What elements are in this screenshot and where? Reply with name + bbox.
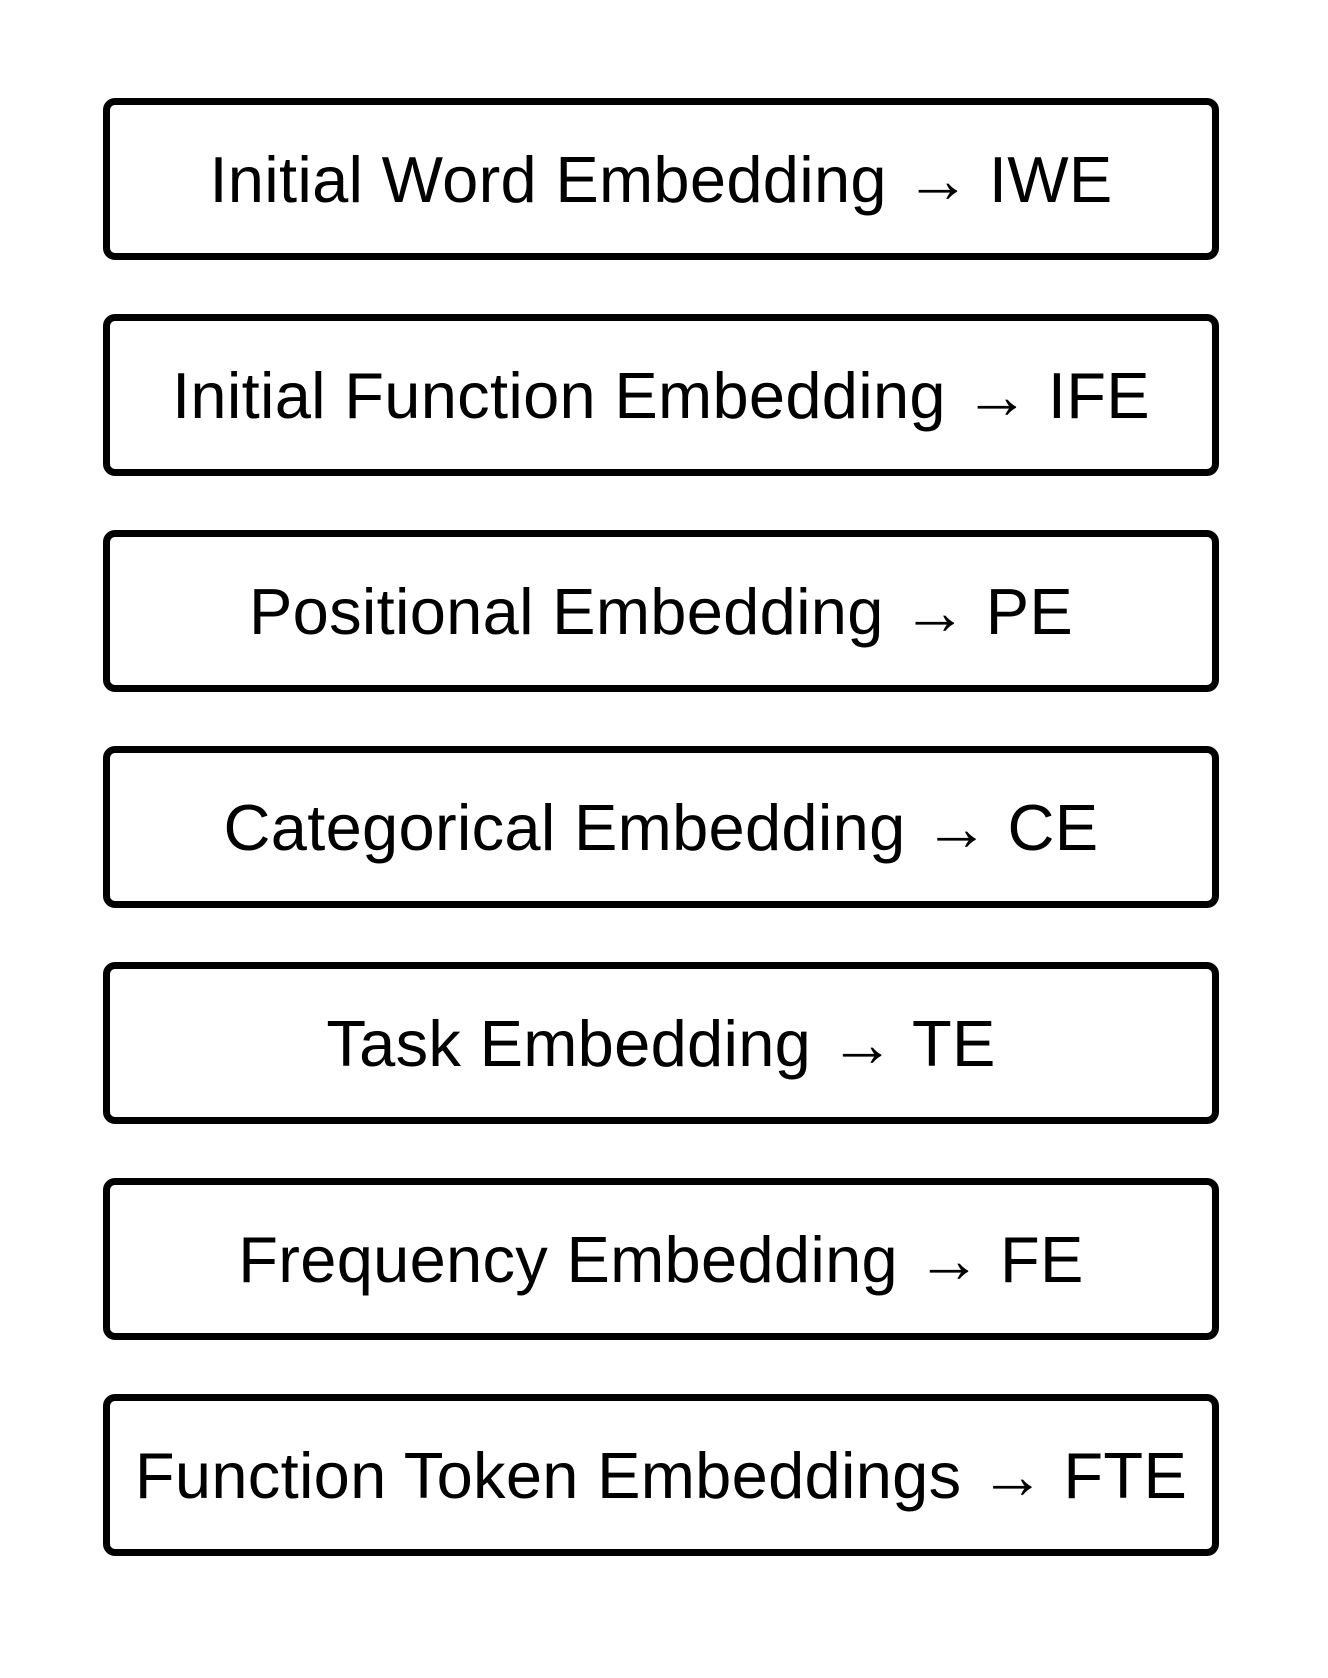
box-categorical-embedding: Categorical Embedding → CE — [103, 746, 1219, 908]
box-label: Categorical Embedding → CE — [223, 790, 1099, 864]
box-label: Frequency Embedding → FE — [238, 1222, 1084, 1296]
box-label: Positional Embedding → PE — [248, 574, 1074, 648]
box-positional-embedding: Positional Embedding → PE — [103, 530, 1219, 692]
box-function-token-embeddings: Function Token Embeddings → FTE — [103, 1394, 1219, 1556]
box-initial-word-embedding: Initial Word Embedding → IWE — [103, 98, 1219, 260]
box-frequency-embedding: Frequency Embedding → FE — [103, 1178, 1219, 1340]
box-initial-function-embedding: Initial Function Embedding → IFE — [103, 314, 1219, 476]
box-task-embedding: Task Embedding → TE — [103, 962, 1219, 1124]
box-label: Task Embedding → TE — [326, 1006, 996, 1080]
box-label: Function Token Embeddings → FTE — [134, 1438, 1188, 1512]
box-label: Initial Word Embedding → IWE — [209, 142, 1113, 216]
box-label: Initial Function Embedding → IFE — [172, 358, 1150, 432]
